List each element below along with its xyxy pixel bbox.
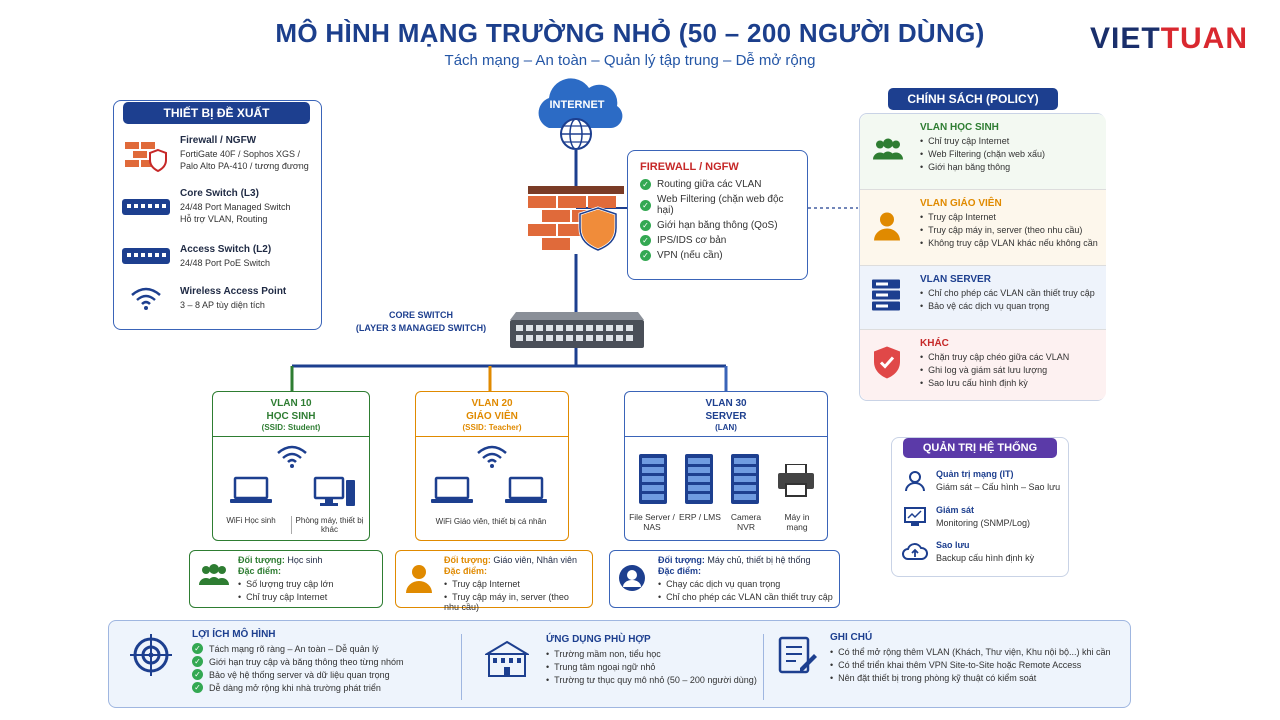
server-label: File Server / NAS (629, 512, 675, 532)
students-icon (198, 563, 230, 592)
server-icon (872, 279, 900, 316)
check-icon: ✓ (640, 250, 651, 261)
benefit-section: LỢI ÍCH MÔ HÌNH ✓Tách mạng rõ ràng – An … (192, 629, 404, 693)
apps-section: ỨNG DỤNG PHÙ HỢP Trường mầm non, tiểu họ… (546, 634, 757, 688)
laptop-icon (430, 476, 474, 511)
check-icon: ✓ (640, 179, 651, 190)
page-title: MÔ HÌNH MẠNG TRƯỜNG NHỎ (50 – 200 NGƯỜI … (275, 18, 985, 48)
check-icon: ✓ (640, 220, 651, 231)
printer-icon (777, 463, 815, 503)
monitor-icon (904, 506, 926, 533)
policy-group: VLAN SERVER Chỉ cho phép các VLAN cần th… (860, 266, 1106, 330)
check-icon: ✓ (640, 199, 651, 211)
shield-check-icon (872, 346, 902, 385)
firewall-features-panel: FIREWALL / NGFW ✓Routing giữa các VLAN ✓… (627, 150, 808, 280)
notes-icon (778, 636, 818, 681)
desktop-icon (313, 476, 357, 513)
policy-title: CHÍNH SÁCH (POLICY) (888, 88, 1058, 110)
notes-section: GHI CHÚ Có thể mở rộng thêm VLAN (Khách,… (830, 632, 1111, 686)
check-icon: ✓ (192, 656, 203, 667)
teacher-icon (404, 563, 434, 598)
admin-title: QUẢN TRỊ HỆ THỐNG (903, 438, 1057, 458)
core-switch-device-icon (122, 195, 170, 224)
laptop-icon (504, 476, 548, 511)
internet-cloud-icon (527, 76, 627, 157)
vlan-30-info: Đối tượng: Máy chủ, thiết bị hệ thống Đặ… (609, 550, 840, 608)
it-admin-icon (904, 470, 926, 497)
divider (461, 634, 462, 700)
target-icon (128, 632, 174, 683)
firewall-feature: ✓IPS/IDS cơ bản (640, 235, 795, 246)
server-label: Camera NVR (730, 512, 762, 532)
internet-label: INTERNET (549, 99, 605, 111)
divider (763, 634, 764, 700)
brand-logo: VIETTUAN (1090, 22, 1249, 55)
students-icon (872, 137, 904, 166)
policy-group: VLAN GIÁO VIÊN Truy cập InternetTruy cập… (860, 190, 1106, 266)
policy-group: VLAN HỌC SINH Chỉ truy cập InternetWeb F… (860, 114, 1106, 190)
policy-panel: VLAN HỌC SINH Chỉ truy cập InternetWeb F… (859, 113, 1106, 401)
check-icon: ✓ (192, 643, 203, 654)
firewall-feature: ✓VPN (nếu cần) (640, 250, 795, 261)
firewall-title: FIREWALL / NGFW (640, 161, 739, 173)
vlan-10-info: Đối tượng: Học sinh Đặc điểm: Số lượng t… (189, 550, 383, 608)
device-name: Wireless Access Point (180, 286, 287, 297)
core-switch-icon (510, 312, 644, 355)
server-label: Máy in mạng (784, 512, 810, 532)
page-subtitle: Tách mạng – An toàn – Quản lý tập trung … (444, 52, 816, 69)
check-icon: ✓ (192, 669, 203, 680)
core-switch-label: CORE SWITCH(LAYER 3 MANAGED SWITCH) (355, 310, 487, 333)
devices-title: THIẾT BỊ ĐỀ XUẤT (123, 102, 310, 124)
school-building-icon (483, 640, 531, 683)
server-rack-icon (685, 454, 713, 509)
server-rack-icon (639, 454, 667, 509)
wifi-icon (476, 444, 508, 473)
access-switch-device-icon (122, 244, 170, 273)
teacher-icon (872, 210, 902, 245)
device-name: Core Switch (L3) (180, 188, 259, 199)
wifi-icon (276, 444, 308, 473)
firewall-device-icon (125, 140, 169, 179)
firewall-feature: ✓Routing giữa các VLAN (640, 179, 795, 190)
device-name: Firewall / NGFW (180, 135, 257, 146)
cloud-backup-icon (902, 541, 928, 568)
server-rack-icon (731, 454, 759, 509)
policy-group: KHÁC Chặn truy cập chéo giữa các VLANGhi… (860, 330, 1106, 400)
firewall-feature: ✓Giới hạn băng thông (QoS) (640, 220, 795, 231)
admin-badge-icon (618, 563, 646, 598)
device-name: Access Switch (L2) (180, 244, 272, 255)
laptop-icon (229, 476, 273, 511)
firewall-feature: ✓Web Filtering (chặn web độc hại) (640, 194, 795, 216)
server-label: ERP / LMS (679, 512, 721, 522)
wifi-device-icon (130, 286, 162, 315)
firewall-brick-icon (528, 186, 624, 261)
check-icon: ✓ (192, 682, 203, 693)
vlan-20-info: Đối tượng: Giáo viên, Nhân viên Đặc điểm… (395, 550, 593, 612)
check-icon: ✓ (640, 235, 651, 246)
